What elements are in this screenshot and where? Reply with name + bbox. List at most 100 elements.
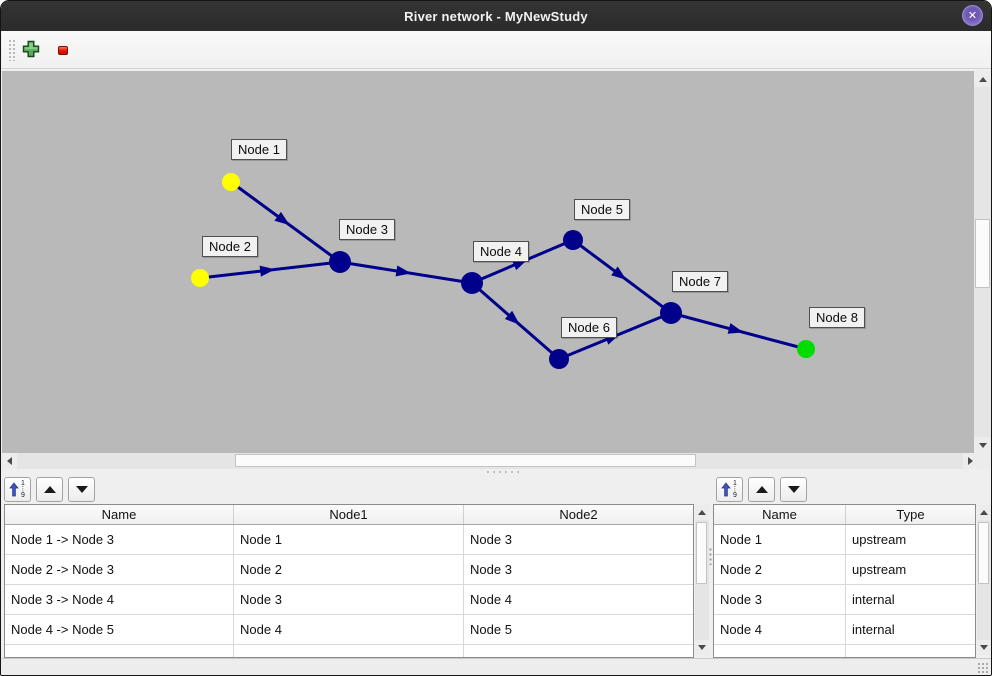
cell[interactable]: Node 1	[234, 525, 464, 554]
reach-table-scrollbar[interactable]	[695, 505, 709, 655]
sort-ascending-icon: 1⋮9	[720, 480, 739, 499]
cell[interactable]: Node 2 -> Node 3	[5, 555, 234, 584]
scroll-up-button[interactable]	[695, 505, 709, 520]
triangle-up-icon	[698, 510, 706, 515]
scroll-thumb[interactable]	[975, 219, 990, 288]
node-label-n4[interactable]: Node 4	[473, 241, 529, 262]
reach-move-up-button[interactable]	[36, 477, 63, 502]
cell[interactable]: Node 3	[470, 562, 512, 577]
graph-edge-n1-n3[interactable]	[230, 180, 341, 264]
edge-arrow-icon	[259, 265, 276, 277]
cell[interactable]: Node 4	[470, 592, 512, 607]
node-move-down-button[interactable]	[780, 477, 807, 502]
graph-node-n8[interactable]	[797, 340, 815, 358]
panel-splitter-handle[interactable]	[485, 470, 519, 474]
scroll-down-button[interactable]	[977, 640, 991, 655]
table-row[interactable]: Node 2 upstream	[714, 555, 975, 585]
table-row[interactable]: Node 3 internal	[714, 585, 975, 615]
column-header[interactable]: Name	[5, 505, 234, 524]
graph-edge-n2-n3[interactable]	[199, 260, 341, 280]
remove-button[interactable]	[52, 39, 74, 61]
cell[interactable]: upstream	[852, 532, 907, 547]
scroll-thumb[interactable]	[978, 522, 989, 584]
graph-edge-n5-n7[interactable]	[572, 238, 672, 315]
cell[interactable]: internal	[852, 592, 895, 607]
toolbar-drag-handle[interactable]	[8, 39, 17, 61]
node-label-n2[interactable]: Node 2	[202, 236, 258, 257]
graph-edge-n3-n4[interactable]	[339, 260, 473, 285]
network-canvas[interactable]: Node 1 Node 2 Node 3 Node 4 Node 5 Node 6 Node…	[2, 71, 974, 453]
column-header[interactable]: Node1	[234, 505, 464, 524]
table-row[interactable]: Node 4 internal	[714, 615, 975, 645]
toolbar	[2, 31, 991, 69]
cell[interactable]: Node 2	[234, 555, 464, 584]
reach-sort-button[interactable]: 1⋮9	[4, 477, 31, 502]
scroll-thumb[interactable]	[696, 522, 707, 584]
cell[interactable]: Node 1 -> Node 3	[5, 525, 234, 554]
scrollbar-corner	[978, 453, 991, 469]
resize-grip[interactable]	[977, 662, 988, 673]
cell[interactable]: Node 3 -> Node 4	[5, 585, 234, 614]
window-title: River network - MyNewStudy	[404, 8, 588, 24]
add-button[interactable]	[20, 39, 42, 61]
triangle-up-icon	[43, 486, 56, 493]
graph-edge-n7-n8[interactable]	[670, 311, 807, 351]
canvas-horizontal-scrollbar[interactable]	[2, 453, 978, 469]
node-label-n6[interactable]: Node 6	[561, 317, 617, 338]
column-header[interactable]: Name	[714, 505, 846, 524]
close-button[interactable]: ✕	[962, 5, 983, 26]
cell[interactable]: Node 3	[470, 532, 512, 547]
node-label-n5[interactable]: Node 5	[574, 199, 630, 220]
graph-node-n4[interactable]	[461, 272, 483, 294]
tables-splitter-handle[interactable]	[708, 547, 713, 565]
cell[interactable]: Node 5	[470, 622, 512, 637]
cell[interactable]: Node 4 -> Node 5	[5, 615, 234, 644]
column-header[interactable]: Type	[896, 507, 925, 522]
status-bar	[2, 658, 991, 675]
scroll-up-button[interactable]	[977, 505, 991, 520]
triangle-down-icon	[979, 442, 987, 448]
title-bar[interactable]: River network - MyNewStudy ✕	[1, 1, 991, 31]
node-move-up-button[interactable]	[748, 477, 775, 502]
node-sort-button[interactable]: 1⋮9	[716, 477, 743, 502]
scroll-thumb[interactable]	[235, 454, 696, 467]
cell[interactable]: Node 3	[234, 585, 464, 614]
node-table-scrollbar[interactable]	[977, 505, 991, 655]
plus-icon	[22, 40, 40, 61]
graph-node-n7[interactable]	[660, 302, 682, 324]
node-label-n1[interactable]: Node 1	[231, 139, 287, 160]
canvas-vertical-scrollbar[interactable]	[974, 71, 991, 453]
graph-node-n6[interactable]	[549, 349, 569, 369]
graph-node-n5[interactable]	[563, 230, 583, 250]
graph-node-n3[interactable]	[329, 251, 351, 273]
triangle-right-icon	[968, 457, 973, 465]
cell[interactable]: Node 4	[234, 615, 464, 644]
scroll-right-button[interactable]	[963, 453, 978, 469]
node-label-n3[interactable]: Node 3	[339, 219, 395, 240]
cell[interactable]: internal	[852, 622, 895, 637]
cell[interactable]: Node 1	[714, 525, 846, 554]
node-label-n7[interactable]: Node 7	[672, 271, 728, 292]
node-label-n8[interactable]: Node 8	[809, 307, 865, 328]
table-row[interactable]: Node 1 upstream	[714, 525, 975, 555]
scroll-up-button[interactable]	[974, 71, 991, 87]
graph-node-n1[interactable]	[222, 173, 240, 191]
scroll-left-button[interactable]	[2, 453, 17, 469]
cell[interactable]: upstream	[852, 562, 907, 577]
graph-node-n2[interactable]	[191, 269, 209, 287]
reach-move-down-button[interactable]	[68, 477, 95, 502]
sort-ascending-icon: 1⋮9	[8, 480, 27, 499]
cell[interactable]: Node 4	[714, 615, 846, 644]
graph-edge-n4-n6[interactable]	[471, 281, 560, 361]
column-header[interactable]: Node2	[559, 507, 598, 522]
scroll-down-button[interactable]	[695, 640, 709, 655]
scroll-down-button[interactable]	[974, 437, 991, 453]
cell[interactable]: Node 3	[714, 585, 846, 614]
cell[interactable]: Node 2	[714, 555, 846, 584]
